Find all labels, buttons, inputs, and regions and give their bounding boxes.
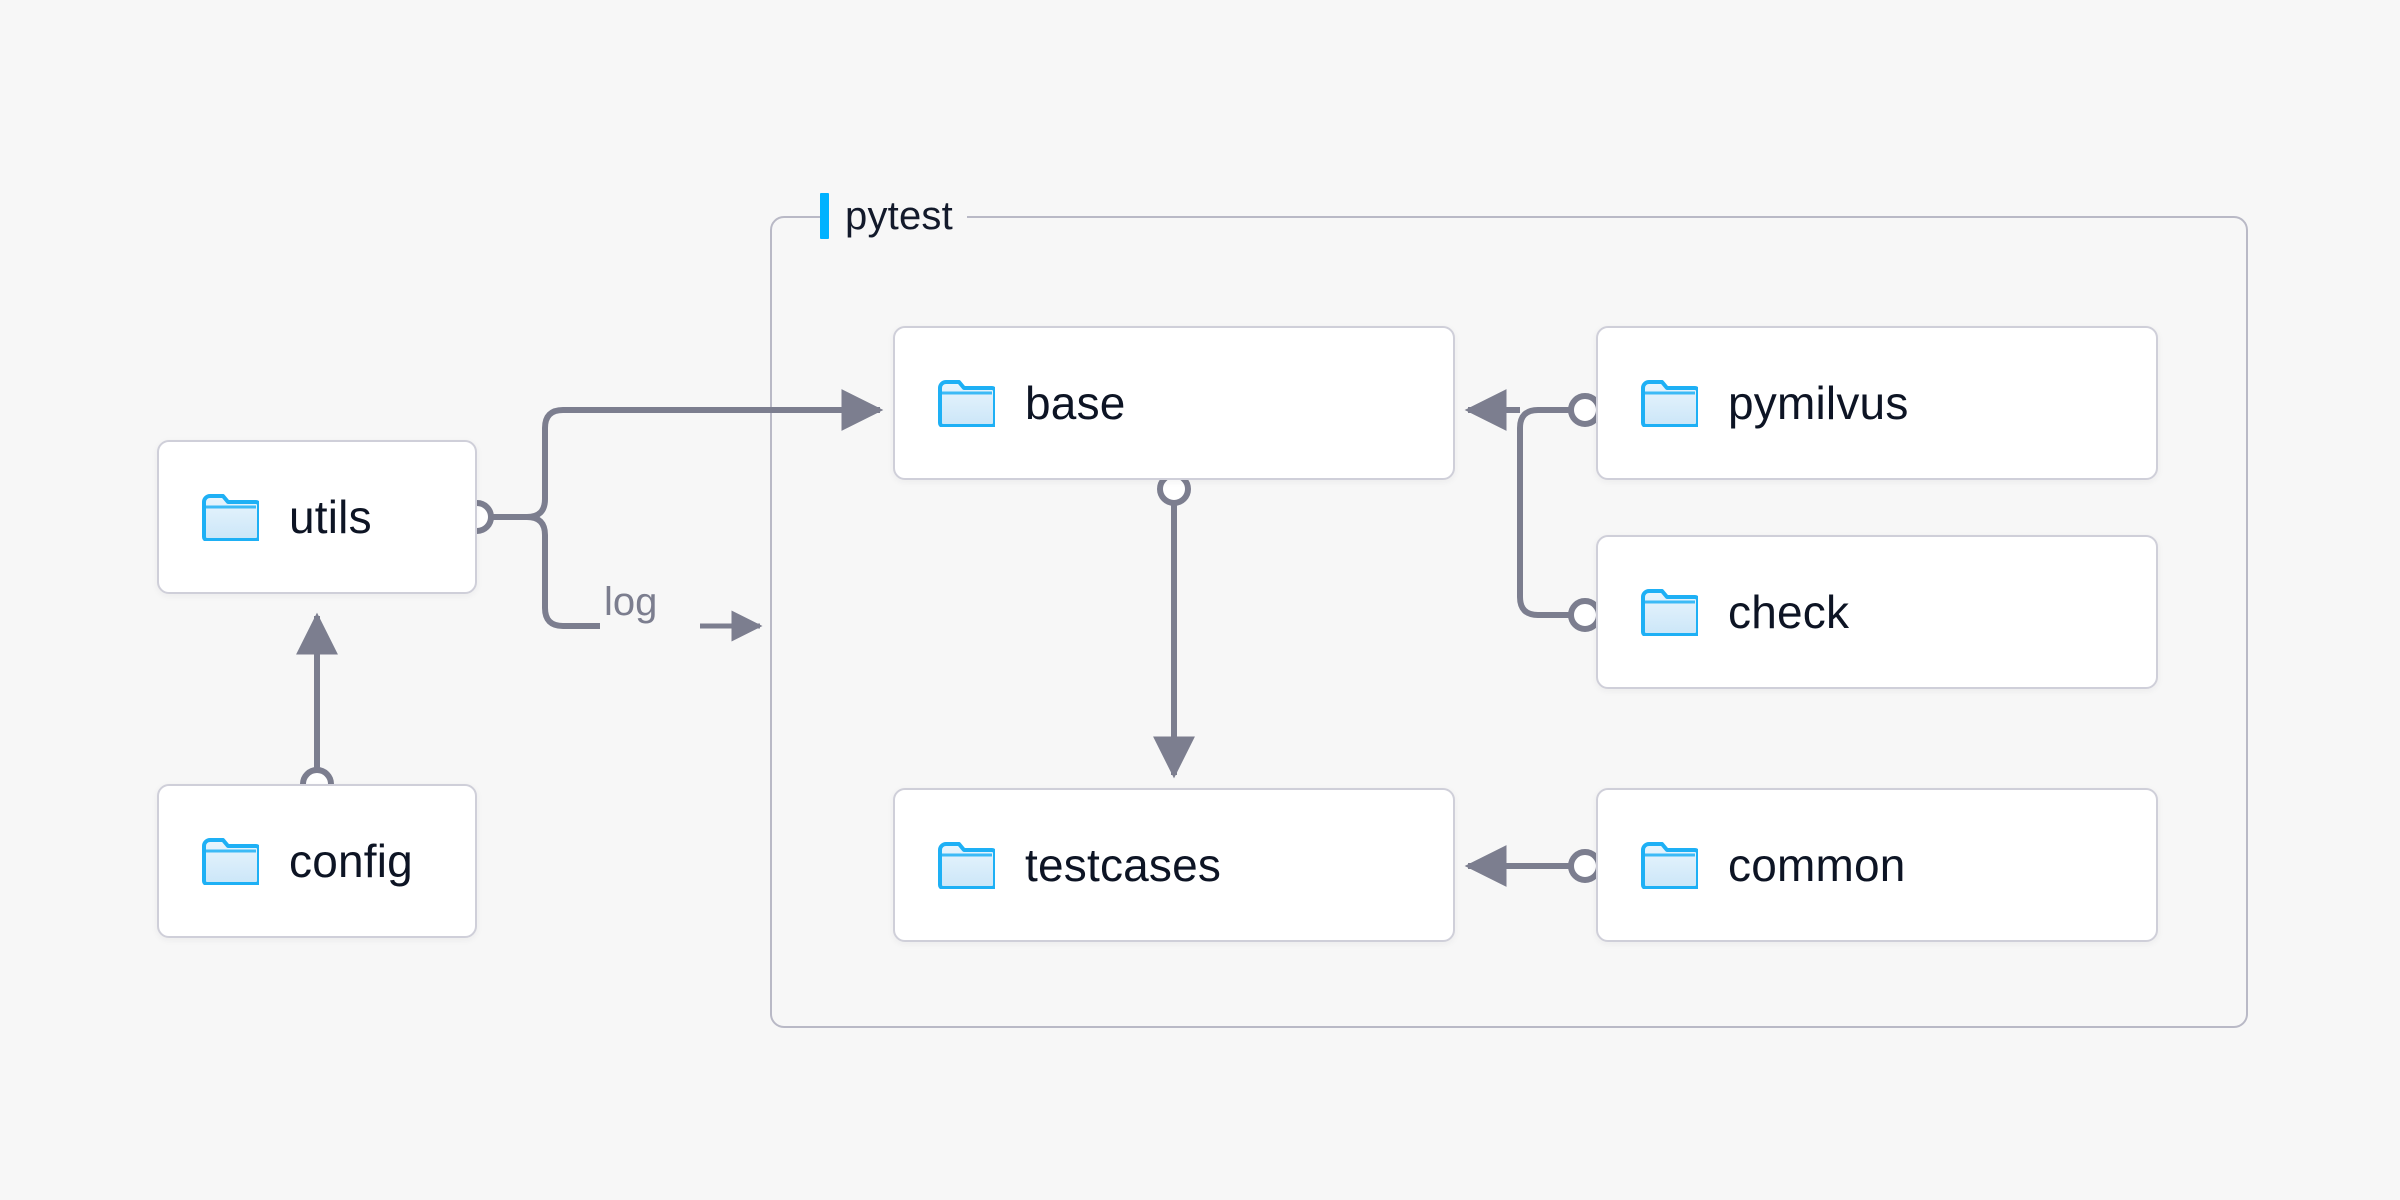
group-frame-pytest xyxy=(770,216,2248,1028)
node-label: config xyxy=(289,835,413,887)
node-label: utils xyxy=(289,491,372,543)
node-base[interactable]: base xyxy=(893,326,1455,480)
node-label: common xyxy=(1728,839,1906,891)
folder-icon xyxy=(938,842,995,889)
node-label: pymilvus xyxy=(1728,377,1909,429)
group-label-pytest: pytest xyxy=(820,188,967,244)
edge-label-log: log xyxy=(604,580,658,624)
folder-icon xyxy=(1641,589,1698,636)
folder-icon xyxy=(938,380,995,427)
folder-icon xyxy=(202,494,259,541)
node-label: testcases xyxy=(1025,839,1222,891)
node-config[interactable]: config xyxy=(157,784,477,938)
accent-bar-icon xyxy=(820,193,829,239)
folder-icon xyxy=(1641,380,1698,427)
node-label: base xyxy=(1025,377,1126,429)
node-check[interactable]: check xyxy=(1596,535,2158,689)
node-common[interactable]: common xyxy=(1596,788,2158,942)
folder-icon xyxy=(1641,842,1698,889)
folder-icon xyxy=(202,838,259,885)
node-utils[interactable]: utils xyxy=(157,440,477,594)
group-title: pytest xyxy=(845,193,953,238)
node-pymilvus[interactable]: pymilvus xyxy=(1596,326,2158,480)
node-label: check xyxy=(1728,586,1850,638)
node-testcases[interactable]: testcases xyxy=(893,788,1455,942)
